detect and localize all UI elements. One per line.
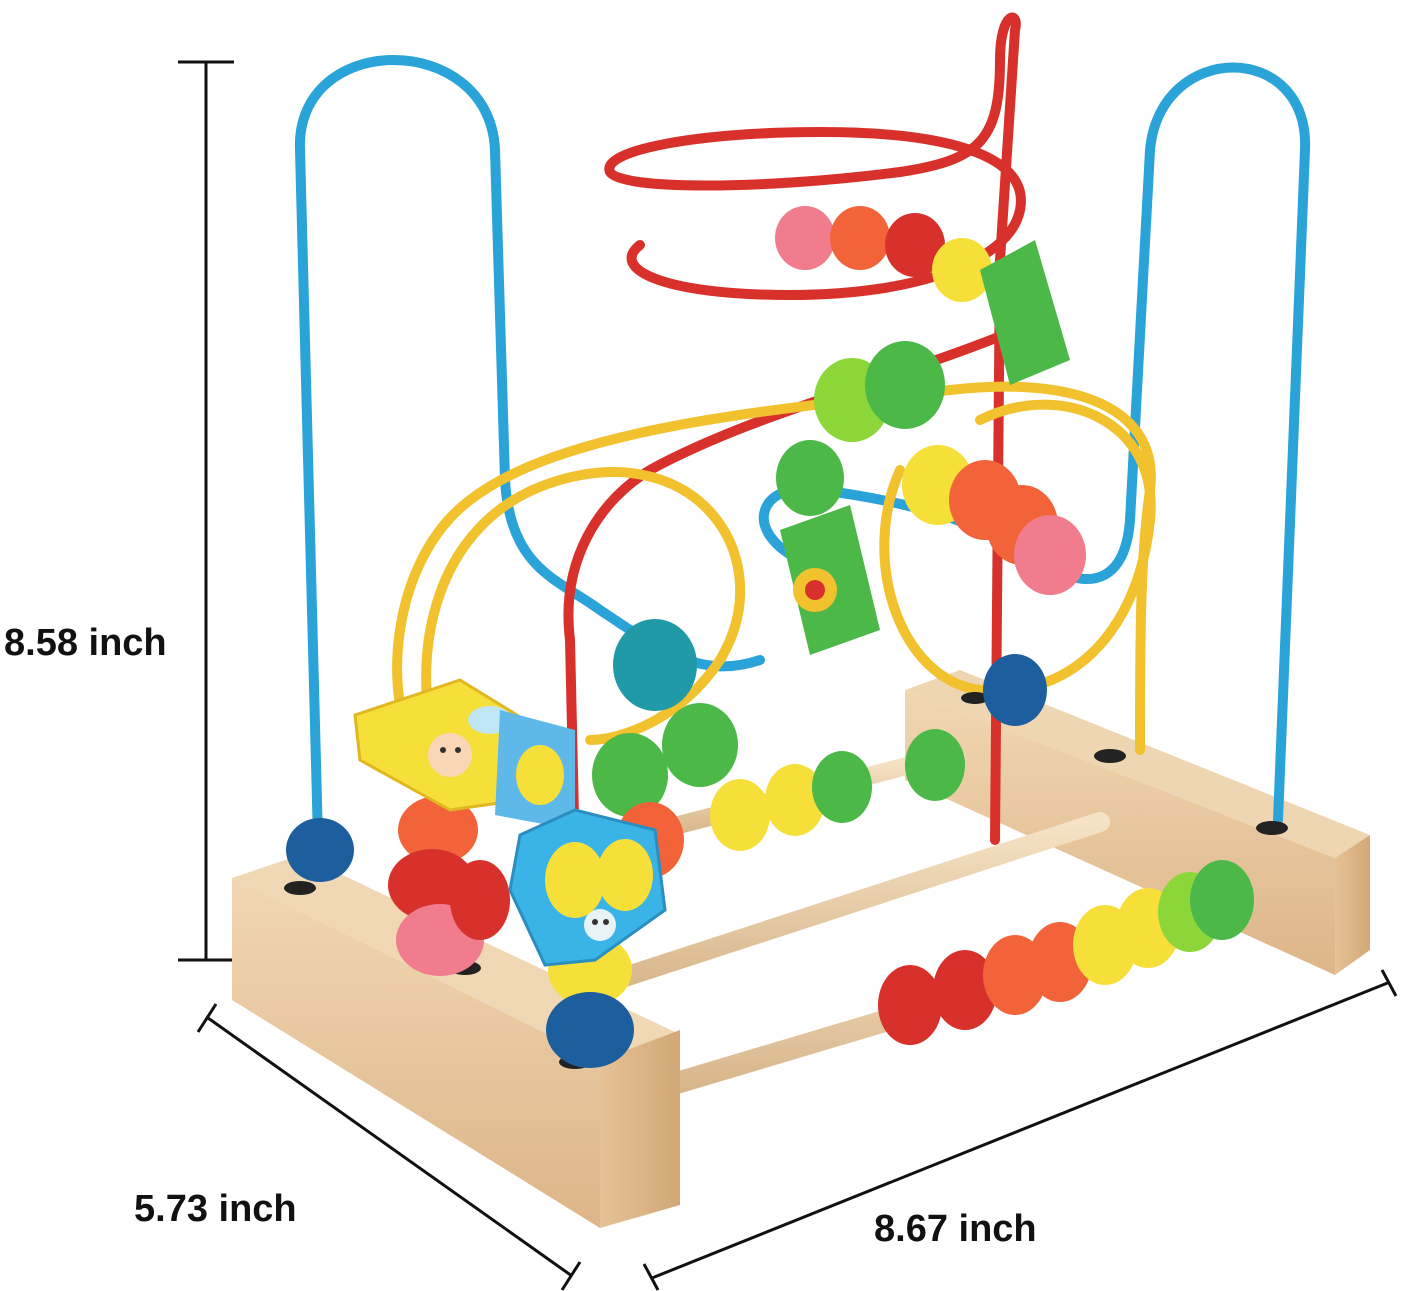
depth-dimension-line — [196, 1003, 582, 1291]
front-rod-beads — [878, 860, 1254, 1045]
upper-green-beads — [776, 341, 945, 516]
depth-label: 5.73 inch — [134, 1188, 297, 1230]
spiral-beads — [775, 206, 1070, 385]
bee-block-blue — [495, 710, 575, 830]
width-label: 8.67 inch — [874, 1208, 1037, 1250]
red-spiral-wire — [604, 12, 1026, 845]
bee-block-yellow — [353, 678, 527, 812]
height-label: 8.58 inch — [4, 622, 167, 664]
front-rail-end — [600, 1030, 680, 1228]
yellow-wire-loop — [421, 467, 746, 765]
butterfly-block-green — [780, 505, 880, 655]
width-dimension-line — [642, 969, 1398, 1291]
back-rod-beads — [710, 729, 965, 851]
yellow-wire-right-loop — [879, 399, 1156, 696]
back-rail-side — [1335, 835, 1370, 975]
front-rail-front — [232, 878, 600, 1228]
middle-rod — [590, 812, 1110, 995]
height-dimension-line — [178, 60, 234, 962]
green-square-bead — [980, 240, 1070, 385]
butterfly-block-blue — [508, 808, 667, 967]
right-loop-beads — [902, 445, 1086, 726]
